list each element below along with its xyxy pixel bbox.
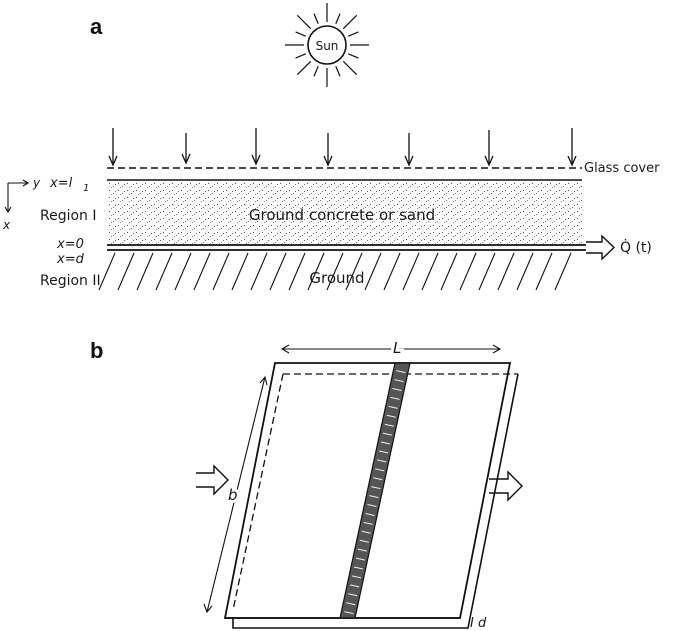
- inflow-arrow-icon: [196, 464, 229, 496]
- inner-plate-solid: [232, 373, 519, 629]
- panel-a: Sun Glass cover Ground concrete or sand: [2, 3, 660, 291]
- sun-icon: [285, 3, 369, 87]
- depth-label: I d: [470, 616, 487, 631]
- axis-indicator: [4, 179, 30, 214]
- x-zero-label: x=0: [56, 237, 84, 252]
- panel-label-a: a: [90, 14, 103, 39]
- heat-flow-label: Q̇ (t): [620, 239, 652, 256]
- inner-plate-left-dashed: [232, 373, 284, 611]
- panel-label-b: b: [90, 338, 104, 363]
- region-2-label: Region II: [40, 273, 101, 289]
- x-d-label: x=d: [56, 252, 85, 267]
- outflow-arrow-b-icon: [489, 470, 523, 502]
- region-1-label: Region I: [40, 208, 97, 224]
- x-l1-subscript: 1: [83, 183, 89, 194]
- dimension-l: [280, 344, 502, 354]
- x-l1-label: x=l: [49, 176, 73, 191]
- panel-b: L b I d: [196, 336, 523, 631]
- radiation-arrows: [108, 128, 577, 167]
- axis-x-label: x: [2, 218, 11, 232]
- outflow-arrow-icon: [586, 234, 616, 261]
- flow-channel: [339, 362, 411, 619]
- axis-y-label: y: [32, 176, 41, 190]
- channel-texture: [344, 370, 406, 615]
- sand-label: Ground concrete or sand: [249, 206, 435, 224]
- width-label: b: [228, 486, 238, 504]
- glass-cover-label: Glass cover: [584, 161, 660, 176]
- ground-label: Ground: [309, 269, 364, 287]
- ground-hatching: [98, 252, 572, 291]
- length-label: L: [393, 339, 401, 357]
- sun-label: Sun: [316, 39, 339, 53]
- sand-layer: [107, 181, 582, 245]
- dimension-b: [203, 375, 268, 614]
